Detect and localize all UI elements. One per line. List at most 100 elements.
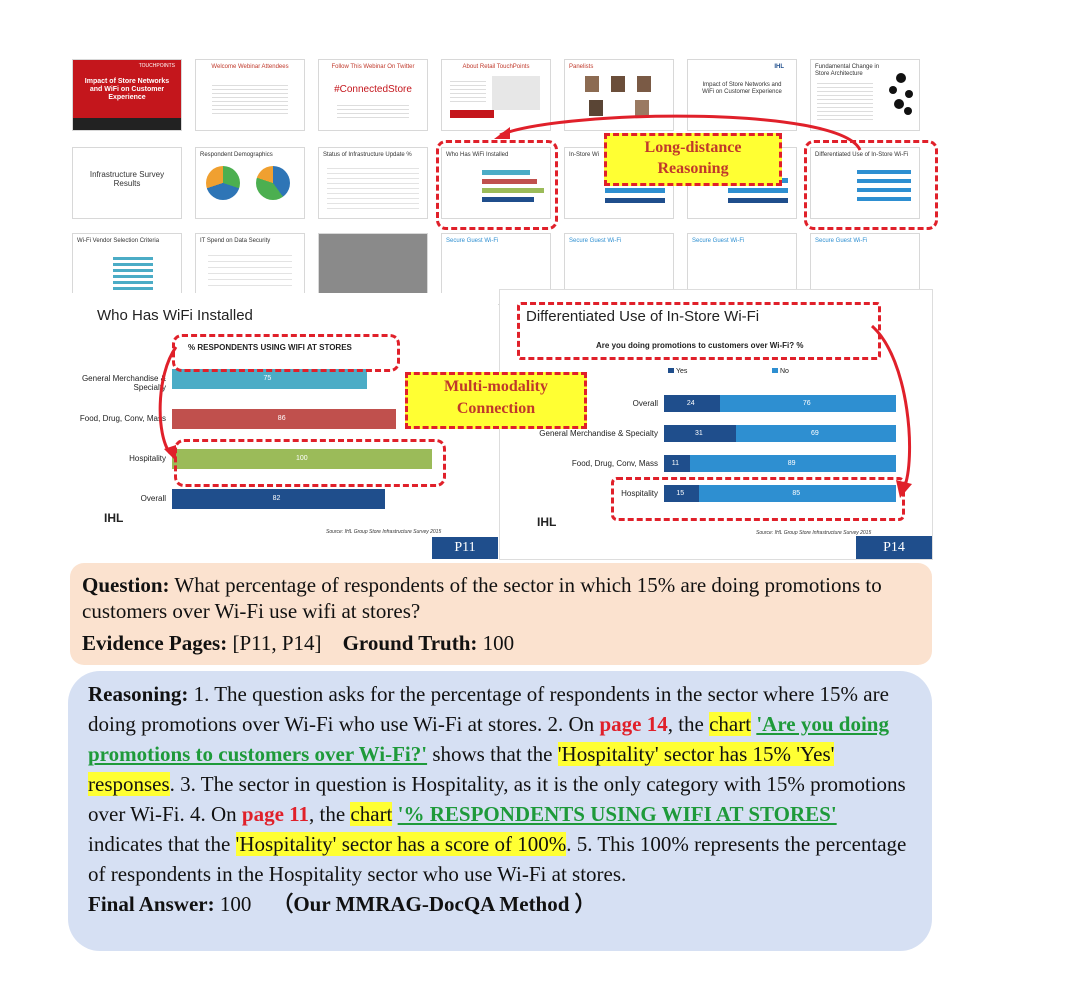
legend-no: No	[772, 368, 789, 375]
thumb-title: Respondent Demographics	[200, 152, 273, 158]
highlight-thumb-11	[436, 140, 558, 230]
thumb-slide-3[interactable]: Follow This Webinar On Twitter #Connecte…	[319, 60, 427, 130]
thumb-title: Impact of Store Networks and WiFi on Cus…	[702, 82, 782, 95]
p14-bar-value: 89	[787, 460, 796, 467]
legend-yes: Yes	[668, 368, 687, 375]
p14-bar-yes	[664, 485, 699, 502]
thumb-title: Follow This Webinar On Twitter	[331, 64, 415, 70]
thumb-title: IT Spend on Data Security	[200, 238, 271, 244]
mini-bar-2	[605, 188, 665, 193]
p11-category-label: General Merchandise & Specialty	[81, 374, 166, 392]
evidence-line: Evidence Pages: [P11, P14] Ground Truth:…	[82, 631, 514, 656]
question-box: Question: What percentage of respondents…	[70, 563, 932, 665]
thumb-slide-2[interactable]: Welcome Webinar Attendees	[196, 60, 304, 130]
p14-bar-no	[689, 455, 896, 472]
thumb-slide-17[interactable]	[319, 234, 427, 304]
reasoning-label: Reasoning:	[88, 682, 189, 706]
thumb-slide-5[interactable]: Panelists	[565, 60, 673, 130]
thumb-lines	[212, 82, 288, 116]
chart-word-2: chart	[350, 802, 393, 826]
page11-ref: page 11	[241, 802, 310, 826]
thumb-brand: TOUCHPOINTS	[138, 63, 175, 69]
thumb-logo: IHL	[774, 64, 784, 70]
thumb-title: Status of Infrastructure Update %	[323, 152, 412, 158]
thumb-title: Secure Guest Wi-Fi	[692, 238, 745, 244]
reasoning-text: Reasoning: 1. The question asks for the …	[88, 679, 916, 919]
p14-bar-value: 76	[802, 400, 811, 407]
thumb-slide-14[interactable]: Differentiated Use of In-Store Wi-Fi	[811, 148, 919, 218]
thumb-title: Infrastructure Survey Results	[89, 170, 165, 188]
p11-bar-value: 86	[277, 415, 286, 422]
pie-chart-2	[256, 166, 290, 200]
panelist-photo-4	[589, 100, 603, 116]
thumb-slide-8[interactable]: Infrastructure Survey Results	[73, 148, 181, 218]
panelist-photo-5	[635, 100, 649, 116]
reasoning-s3: shows that the	[432, 742, 553, 766]
page14-label: P14	[856, 536, 932, 559]
reasoning-s5: , the	[309, 802, 346, 826]
highlight-p14-hospitality	[611, 477, 905, 521]
panelist-photo-2	[611, 76, 625, 92]
p11-bar-value: 100	[296, 455, 308, 462]
p11-bar-value: 82	[272, 495, 281, 502]
thumb-title: Secure Guest Wi-Fi	[569, 238, 622, 244]
p11-arrow	[158, 346, 178, 461]
thumb-slide-15[interactable]: Wi-Fi Vendor Selection Criteria	[73, 234, 181, 304]
long-distance-label: Long-distance Reasoning	[604, 133, 782, 186]
thumb-slide-9[interactable]: Respondent Demographics	[196, 148, 304, 218]
mini-bar-2	[857, 179, 911, 183]
p14-category-label: Hospitality	[621, 489, 658, 498]
hospitality-100-highlight: 'Hospitality' sector has a score of 100%	[235, 832, 567, 856]
reasoning-s1: 1. The question asks for the percentage …	[88, 682, 889, 736]
p14-category-label: Food, Drug, Conv, Mass	[571, 459, 658, 468]
thumb-slide-16[interactable]: IT Spend on Data Security	[196, 234, 304, 304]
highlight-p11-hospitality	[174, 439, 446, 487]
thumb-table	[327, 164, 419, 210]
p11-category-label: Overall	[140, 494, 166, 503]
thumb-slide-4[interactable]: About Retail TouchPoints	[442, 60, 550, 130]
page14-logo: IHL	[537, 515, 557, 529]
thumb-text-block	[450, 78, 486, 104]
thumb-screenshot	[492, 76, 540, 110]
p11-bar	[172, 409, 396, 429]
chart-word-1: chart	[709, 712, 752, 736]
mini-bar-4	[857, 197, 911, 201]
page11-title: Who Has WiFi Installed	[97, 307, 253, 324]
p11-bar	[172, 449, 432, 469]
thumb-slide-7[interactable]: Fundamental Change in Store Architecture	[811, 60, 919, 130]
final-answer-value: 100	[219, 892, 252, 916]
p14-bar-no	[698, 485, 896, 502]
thumb-table	[208, 250, 292, 290]
legend-yes-swatch	[668, 368, 674, 373]
thumb-title: Secure Guest Wi-Fi	[815, 238, 868, 244]
p14-arrow	[870, 324, 912, 498]
p14-bar-no	[719, 395, 896, 412]
highlight-p14-title	[517, 302, 881, 360]
thumb-title: Differentiated Use of In-Store Wi-Fi	[815, 152, 909, 158]
pie-chart-1	[206, 166, 240, 200]
page11-label: P11	[432, 537, 498, 559]
ground-truth-value: 100	[482, 631, 515, 655]
question-text: Question: What percentage of respondents…	[82, 572, 912, 624]
mini-bar-2	[728, 188, 788, 193]
thumb-title: Fundamental Change in Store Architecture	[815, 64, 880, 77]
page14-source: Source: IHL Group Store Infrastructure S…	[756, 530, 872, 536]
thumb-slide-11[interactable]: Who Has WiFi Installed	[442, 148, 550, 218]
thumb-title: Secure Guest Wi-Fi	[446, 238, 499, 244]
mini-bar-1	[857, 170, 911, 174]
panelist-photo-1	[585, 76, 599, 92]
mini-bar-3	[605, 198, 665, 203]
p14-bar-value: 11	[671, 460, 680, 467]
p14-bar-value: 31	[694, 430, 703, 437]
thumb-title: Wi-Fi Vendor Selection Criteria	[77, 238, 160, 244]
page14-ref: page 14	[599, 712, 668, 736]
thumb-slide-1[interactable]: TOUCHPOINTS Impact of Store Networks and…	[73, 60, 181, 130]
reasoning-s2: , the	[667, 712, 704, 736]
multi-modality-text: Multi-modality Connection	[444, 378, 548, 417]
panelist-photo-3	[637, 76, 651, 92]
thumb-slide-10[interactable]: Status of Infrastructure Update %	[319, 148, 427, 218]
p11-bar	[172, 489, 386, 509]
reasoning-box: Reasoning: 1. The question asks for the …	[68, 671, 932, 951]
